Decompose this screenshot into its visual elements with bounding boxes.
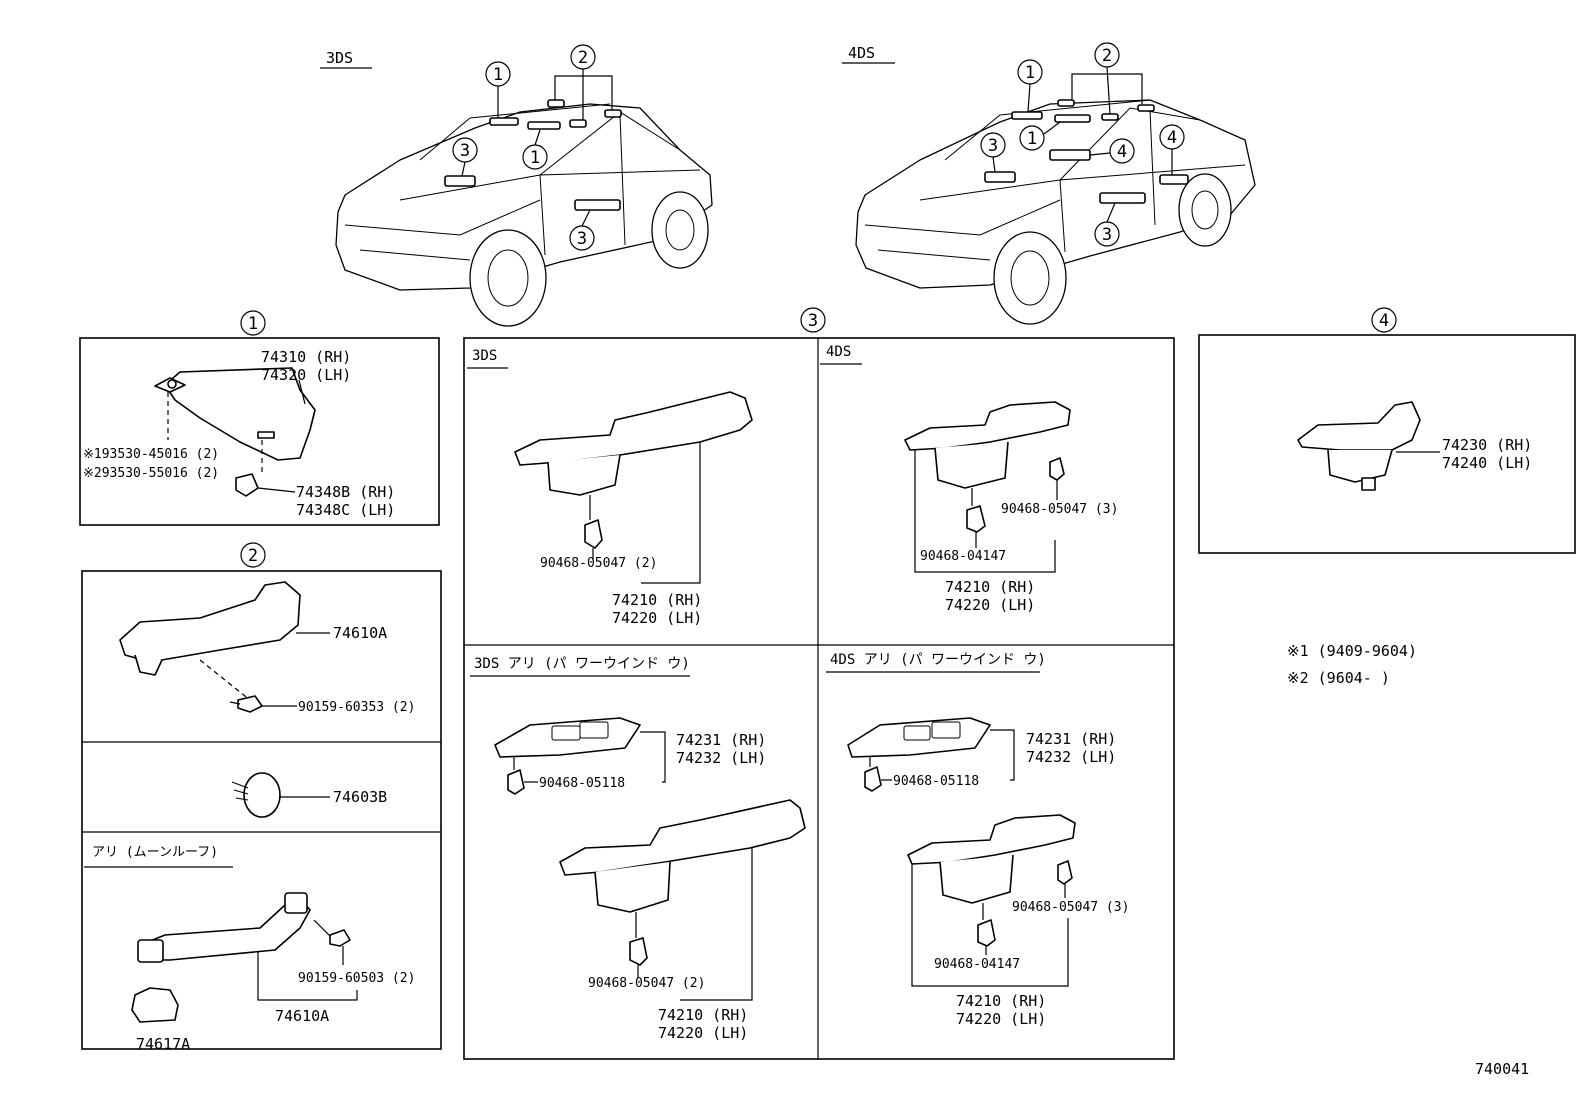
sub-4ds-pw-swlh-label: 74232 (LH): [1026, 748, 1116, 766]
sub-4ds-pw-clip2-label: 90468-04147: [934, 957, 1020, 972]
moonroof-cover-label: 74617A: [136, 1035, 190, 1053]
svg-text:3: 3: [1102, 225, 1112, 245]
svg-text:2: 2: [248, 546, 258, 566]
panel-4-pull-handle: 4 74230 (RH) 74240 (LH): [1198, 307, 1576, 554]
moonroof-screw: [329, 929, 351, 947]
sub-4ds-pw-swclip-label: 90468-05118: [893, 774, 979, 789]
switch-3ds-part: [494, 717, 641, 758]
svg-text:2: 2: [1102, 46, 1112, 66]
grip-screw: [237, 695, 263, 713]
sun-visor-part: [164, 367, 316, 461]
diagram-ref-number: 740041: [1475, 1060, 1529, 1078]
label-3ds: 3DS: [326, 49, 353, 67]
moonroof-header: アリ (ムーンルーフ): [92, 845, 218, 860]
panel-1-callout: 1: [240, 310, 266, 336]
armrest-3ds-part: [514, 391, 753, 466]
sub-4ds-rh-label: 74210 (RH): [945, 578, 1035, 596]
svg-text:1: 1: [1027, 129, 1037, 149]
sub-4ds-header: 4DS: [826, 344, 851, 360]
callout-4a-4ds: 4: [1109, 138, 1135, 164]
sub-4ds-pw-rh-label: 74210 (RH): [956, 992, 1046, 1010]
panel-4-callout: 4: [1371, 307, 1397, 333]
svg-text:4: 4: [1117, 142, 1127, 162]
visor-screw-1-label: ※193530-45016 (2): [83, 447, 219, 462]
svg-text:1: 1: [1025, 63, 1035, 83]
sub-4ds-clip1-label: 90468-05047 (3): [1001, 502, 1118, 517]
car-3ds-illustration: 3DS 1 2 1 3 3: [320, 44, 713, 327]
svg-text:3: 3: [577, 229, 587, 249]
sub-3ds-pw-header: 3DS アリ (パ ワーウインド ウ): [474, 656, 690, 672]
panel-1-sun-visor: 1 74310 (RH) 74320 (LH) ※193530-45016 (2…: [79, 310, 440, 526]
note-2: ※2 (9604- ): [1287, 669, 1390, 687]
note-1: ※1 (9409-9604): [1287, 642, 1417, 660]
armrest-4ds-part: [904, 401, 1071, 451]
svg-text:3: 3: [988, 136, 998, 156]
visor-rh-label: 74310 (RH): [261, 348, 351, 366]
callout-1a-4ds: 1: [1017, 59, 1043, 85]
assist-grip-part: [119, 581, 301, 663]
callout-1b-4ds: 1: [1019, 125, 1045, 151]
panel-3-callout: 3: [800, 307, 826, 333]
moonroof-screw-label: 90159-60503 (2): [298, 971, 415, 986]
svg-text:3: 3: [808, 311, 818, 331]
moonroof-cover-part: [131, 987, 179, 1023]
sub-3ds-pw-clip-label: 90468-05047 (2): [588, 976, 705, 991]
callout-2-3ds: 2: [570, 44, 596, 70]
panel-2-assist-grip: 2 74610A 90159-60353 (2) 74603B アリ (ムーンル…: [81, 542, 442, 1053]
sub-4ds-pw-clip1-label: 90468-05047 (3): [1012, 900, 1129, 915]
panel-2-callout: 2: [240, 542, 266, 568]
svg-text:4: 4: [1379, 311, 1389, 331]
sub-3ds-pw-lh-label: 74220 (LH): [658, 1024, 748, 1042]
sub-3ds-pw-swrh-label: 74231 (RH): [676, 731, 766, 749]
grip-label: 74610A: [333, 624, 387, 642]
svg-text:3: 3: [460, 141, 470, 161]
armrest-3ds-pw-part: [559, 799, 806, 876]
callout-2-4ds: 2: [1094, 42, 1120, 68]
sub-3ds-pw-rh-label: 74210 (RH): [658, 1006, 748, 1024]
sub-4ds-pw-swrh-label: 74231 (RH): [1026, 730, 1116, 748]
sub-3ds-rh-label: 74210 (RH): [612, 591, 702, 609]
sub-3ds-pw-swlh-label: 74232 (LH): [676, 749, 766, 767]
holder-lh-label: 74348C (LH): [296, 501, 395, 519]
visor-lh-label: 74320 (LH): [261, 366, 351, 384]
sub-4ds-lh-label: 74220 (LH): [945, 596, 1035, 614]
svg-text:4: 4: [1167, 128, 1177, 148]
panel-3-armrest: 3 3DS 90468-05047 (2) 74210 (RH) 74220 (…: [463, 307, 1175, 1060]
svg-text:1: 1: [248, 314, 258, 334]
grip-screw-label: 90159-60353 (2): [298, 700, 415, 715]
sub-3ds-pw-swclip-label: 90468-05118: [539, 776, 625, 791]
svg-text:2: 2: [578, 48, 588, 68]
svg-text:1: 1: [493, 65, 503, 85]
sub-3ds-lh-label: 74220 (LH): [612, 609, 702, 627]
sub-3ds-header: 3DS: [472, 348, 497, 364]
sub-4ds-pw-lh-label: 74220 (LH): [956, 1010, 1046, 1028]
sub-4ds-clip2-label: 90468-04147: [920, 549, 1006, 564]
armrest-4ds-pw-part: [907, 814, 1076, 865]
moonroof-grip-label: 74610A: [275, 1007, 329, 1025]
holder-rh-label: 74348B (RH): [296, 483, 395, 501]
sub-4ds-pw-header: 4DS アリ (パ ワーウインド ウ): [830, 652, 1046, 668]
label-4ds: 4DS: [848, 44, 875, 62]
callout-1a-3ds: 1: [485, 61, 511, 87]
car-4ds-illustration: 4DS 1 2 1 3 4 4 3: [842, 42, 1256, 325]
switch-4ds-part: [847, 717, 991, 758]
pull-handle-part: [1297, 401, 1421, 451]
visor-screw-2-label: ※293530-55016 (2): [83, 466, 219, 481]
handle-lh-label: 74240 (LH): [1442, 454, 1532, 472]
cap-label: 74603B: [333, 788, 387, 806]
visor-holder-part: [235, 473, 259, 497]
cap-part: [243, 772, 281, 818]
handle-rh-label: 74230 (RH): [1442, 436, 1532, 454]
sub-3ds-clip-label: 90468-05047 (2): [540, 556, 657, 571]
svg-text:1: 1: [530, 148, 540, 168]
